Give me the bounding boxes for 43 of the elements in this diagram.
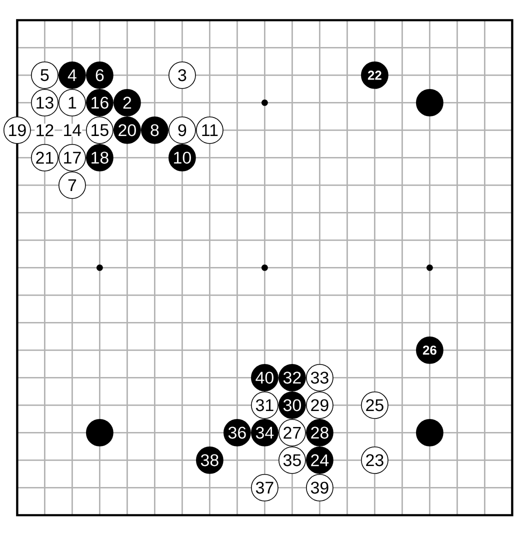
stone — [416, 89, 444, 116]
numbered-stone: 8 — [141, 116, 168, 144]
numbered-stone: 5 — [31, 62, 58, 89]
numbered-stone: 27 — [278, 419, 306, 446]
numbered-stone: 21 — [31, 144, 58, 172]
numbered-stone: 38 — [196, 446, 224, 474]
numbered-stone: 3 — [168, 62, 196, 89]
numbered-stone: 34 — [251, 419, 278, 446]
numbered-stone: 30 — [278, 392, 306, 419]
move-number: 12 — [34, 124, 55, 137]
numbered-stone: 1 — [58, 89, 86, 116]
numbered-stone: 37 — [251, 474, 278, 502]
numbered-stone: 4 — [58, 62, 86, 89]
numbered-stone: 2 — [114, 89, 141, 116]
numbered-stone: 7 — [58, 172, 86, 199]
numbered-stone: 32 — [278, 364, 306, 392]
numbered-stone: 6 — [86, 62, 114, 89]
numbered-stone: 16 — [86, 89, 114, 116]
numbered-stone: 28 — [306, 419, 334, 446]
numbered-stone: 20 — [114, 116, 141, 144]
numbered-stone: 23 — [361, 446, 388, 474]
numbered-stone: 24 — [306, 446, 334, 474]
numbered-stone: 22 — [361, 62, 388, 89]
numbered-stone: 15 — [86, 116, 114, 144]
numbered-stone: 36 — [224, 419, 251, 446]
numbered-stone: 31 — [251, 392, 278, 419]
numbered-stone: 18 — [86, 144, 114, 172]
numbered-stone: 10 — [168, 144, 196, 172]
numbered-stone: 11 — [196, 116, 224, 144]
numbered-stone: 17 — [58, 144, 86, 172]
numbered-stone: 13 — [31, 89, 58, 116]
numbered-stone: 33 — [306, 364, 334, 392]
stone — [416, 419, 444, 446]
numbered-stone: 9 — [168, 116, 196, 144]
stone — [86, 419, 114, 446]
numbered-stone: 26 — [416, 336, 444, 364]
move-number: 14 — [62, 124, 82, 137]
numbered-stone: 40 — [251, 364, 278, 392]
numbered-stone: 35 — [278, 446, 306, 474]
numbered-stone: 29 — [306, 392, 334, 419]
numbered-stone: 19 — [4, 116, 31, 144]
numbered-stone: 25 — [361, 392, 388, 419]
numbered-stone: 39 — [306, 474, 334, 502]
